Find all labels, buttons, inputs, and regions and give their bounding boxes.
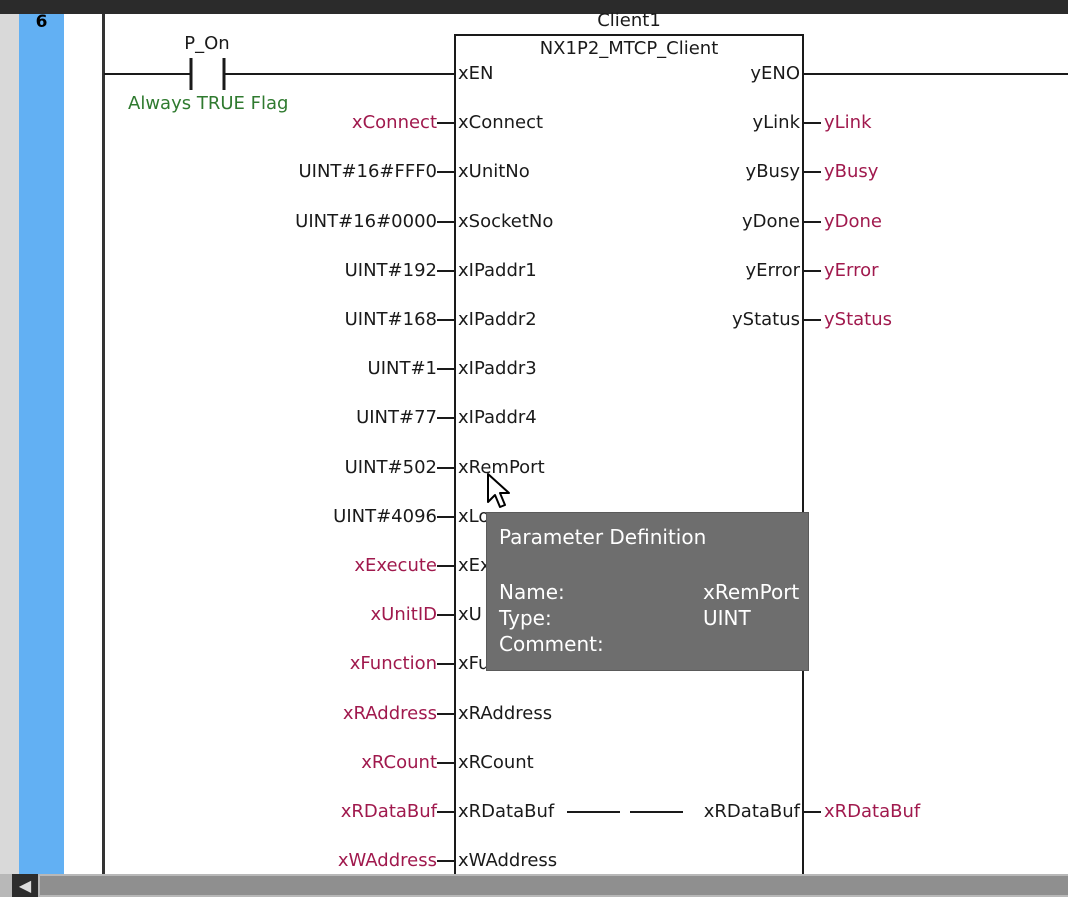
- input-arg-11[interactable]: xExecute: [354, 555, 437, 576]
- input-pin-10[interactable]: xLo: [458, 506, 490, 527]
- input-arg-4[interactable]: UINT#16#0000: [295, 211, 437, 232]
- input-pin-1[interactable]: xEN: [458, 63, 494, 84]
- tooltip-type-label: Type:: [499, 606, 552, 630]
- input-pin-12[interactable]: xU: [458, 604, 482, 625]
- output-pin-1[interactable]: yENO: [750, 63, 800, 84]
- input-pin-4[interactable]: xSocketNo: [458, 211, 554, 232]
- output-arg-6[interactable]: yStatus: [824, 309, 893, 330]
- input-arg-5[interactable]: UINT#192: [344, 260, 437, 281]
- block-type-name: NX1P2_MTCP_Client: [539, 38, 719, 59]
- contact-comment: Always TRUE Flag: [128, 93, 289, 114]
- input-arg-10[interactable]: UINT#4096: [333, 506, 437, 527]
- input-pin-8[interactable]: xIPaddr4: [458, 407, 537, 428]
- input-pin-2[interactable]: xConnect: [458, 112, 544, 133]
- input-arg-3[interactable]: UINT#16#FFF0: [298, 161, 437, 182]
- horizontal-scrollbar[interactable]: ◀: [0, 874, 1068, 897]
- input-pin-11[interactable]: xEx: [458, 555, 491, 576]
- input-arg-13[interactable]: xFunction: [349, 653, 437, 674]
- output-arg-2[interactable]: yLink: [824, 112, 872, 133]
- title-bar: [0, 0, 1068, 14]
- input-arg-9[interactable]: UINT#502: [344, 457, 437, 478]
- output-arg-4[interactable]: yDone: [824, 211, 883, 232]
- rung-selection-bar[interactable]: [19, 14, 64, 874]
- input-pin-16[interactable]: xRDataBuf: [458, 801, 555, 822]
- output-arg-5[interactable]: yError: [824, 260, 879, 281]
- rung-number: 6: [35, 12, 48, 32]
- input-pin-7[interactable]: xIPaddr3: [458, 358, 537, 379]
- output-arg-3[interactable]: yBusy: [824, 161, 879, 182]
- left-power-rail: [102, 14, 105, 874]
- input-pin-15[interactable]: xRCount: [458, 752, 534, 773]
- tooltip-name-label: Name:: [499, 580, 565, 604]
- output-pin-4[interactable]: yDone: [741, 211, 800, 232]
- input-arg-12[interactable]: xUnitID: [370, 604, 437, 625]
- input-pin-6[interactable]: xIPaddr2: [458, 309, 537, 330]
- tooltip-title: Parameter Definition: [499, 525, 707, 549]
- contact-variable[interactable]: P_On: [184, 33, 230, 54]
- tooltip-comment-label: Comment:: [499, 632, 604, 656]
- input-pin-17[interactable]: xWAddress: [458, 850, 558, 871]
- block-instance-name[interactable]: Client1: [597, 10, 661, 31]
- input-pin-5[interactable]: xIPaddr1: [458, 260, 537, 281]
- output-arg-7[interactable]: xRDataBuf: [824, 801, 921, 822]
- output-pin-6[interactable]: yStatus: [731, 309, 800, 330]
- function-block-frame[interactable]: [454, 34, 804, 874]
- input-arg-8[interactable]: UINT#77: [356, 407, 437, 428]
- input-arg-6[interactable]: UINT#168: [344, 309, 437, 330]
- scroll-left-arrow-icon[interactable]: ◀: [12, 874, 38, 897]
- ladder-diagram: [104, 34, 1068, 874]
- output-pin-7[interactable]: xRDataBuf: [703, 801, 800, 822]
- tooltip-type-value: UINT: [703, 606, 751, 630]
- output-pin-5[interactable]: yError: [745, 260, 800, 281]
- input-pin-3[interactable]: xUnitNo: [458, 161, 530, 182]
- input-arg-15[interactable]: xRCount: [361, 752, 437, 773]
- input-arg-14[interactable]: xRAddress: [342, 703, 437, 724]
- output-pin-2[interactable]: yLink: [752, 112, 800, 133]
- output-pin-3[interactable]: yBusy: [745, 161, 800, 182]
- parameter-tooltip: Parameter Definition Name: xRemPort Type…: [486, 512, 809, 671]
- rung-gutter: [0, 14, 19, 874]
- tooltip-name-value: xRemPort: [703, 580, 800, 604]
- input-arg-17[interactable]: xWAddress: [337, 850, 437, 871]
- input-arg-7[interactable]: UINT#1: [367, 358, 437, 379]
- input-arg-2[interactable]: xConnect: [351, 112, 437, 133]
- input-pin-9[interactable]: xRemPort: [458, 457, 545, 478]
- mouse-cursor-icon: [487, 473, 510, 508]
- input-arg-16[interactable]: xRDataBuf: [340, 801, 437, 822]
- input-pin-14[interactable]: xRAddress: [458, 703, 553, 724]
- scrollbar-thumb[interactable]: [40, 876, 1068, 895]
